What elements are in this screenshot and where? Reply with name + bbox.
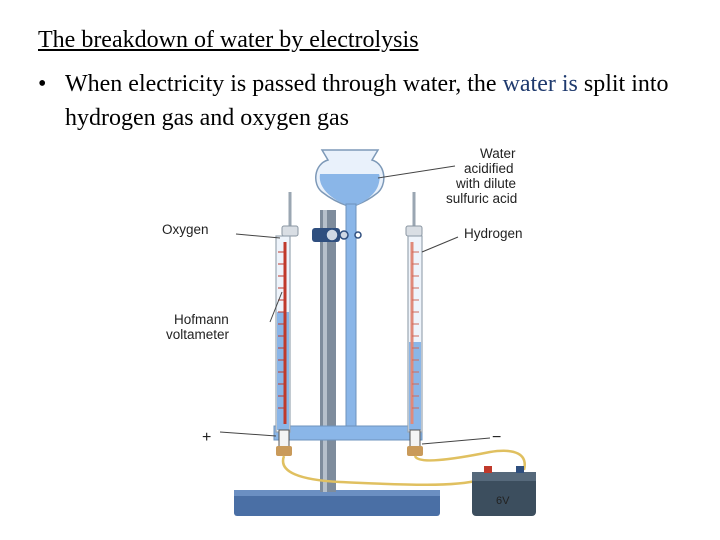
electrode-icon-right xyxy=(407,429,423,456)
bullet-text: When electricity is passed through water… xyxy=(65,67,678,135)
bullet-text-highlight: water is xyxy=(502,71,578,97)
label-hofmann-line1: Hofmann xyxy=(174,312,229,327)
label-negative: − xyxy=(492,429,501,446)
bottom-connector xyxy=(273,425,423,441)
label-oxygen: Oxygen xyxy=(162,222,209,237)
bullet-symbol: • xyxy=(38,71,47,97)
oxygen-scale-ticks xyxy=(278,251,285,409)
battery-icon xyxy=(472,466,536,516)
battery-label: 6V xyxy=(496,495,510,507)
label-positive: + xyxy=(202,429,211,446)
stand-pole xyxy=(320,210,336,492)
wire-negative xyxy=(413,449,526,471)
slide-title: The breakdown of water by electrolysis xyxy=(38,27,419,53)
central-tube xyxy=(345,203,357,439)
stand-base-top xyxy=(234,490,440,496)
wire-positive xyxy=(281,455,481,487)
label-hydrogen: Hydrogen xyxy=(464,226,523,241)
leader-lines xyxy=(219,165,491,445)
stand-pole-shine xyxy=(323,210,327,492)
tap-icon xyxy=(312,228,362,242)
electrode-icon-left xyxy=(276,429,292,456)
stand-base xyxy=(234,490,440,516)
oxygen-tap xyxy=(281,225,299,237)
label-hofmann-line2: voltameter xyxy=(166,327,230,342)
hofmann-voltameter-diagram: 6V Water acidified with dilute sulfuric … xyxy=(162,146,536,516)
label-water-line4: sulfuric acid xyxy=(446,191,517,206)
label-water-line2: acidified xyxy=(464,161,514,176)
bullet-text-start: When electricity is passed through water… xyxy=(65,71,503,97)
bullet-point: • When electricity is passed through wat… xyxy=(38,67,678,135)
bullet-text-end: split into hydrogen gas and oxygen gas xyxy=(65,71,669,131)
hydrogen-tap xyxy=(405,225,423,237)
oxygen-water xyxy=(277,312,289,430)
hydrogen-scale-ticks xyxy=(412,251,419,409)
label-water-line1: Water xyxy=(480,146,516,161)
label-water-line3: with dilute xyxy=(455,176,516,191)
reservoir-water xyxy=(319,174,380,206)
